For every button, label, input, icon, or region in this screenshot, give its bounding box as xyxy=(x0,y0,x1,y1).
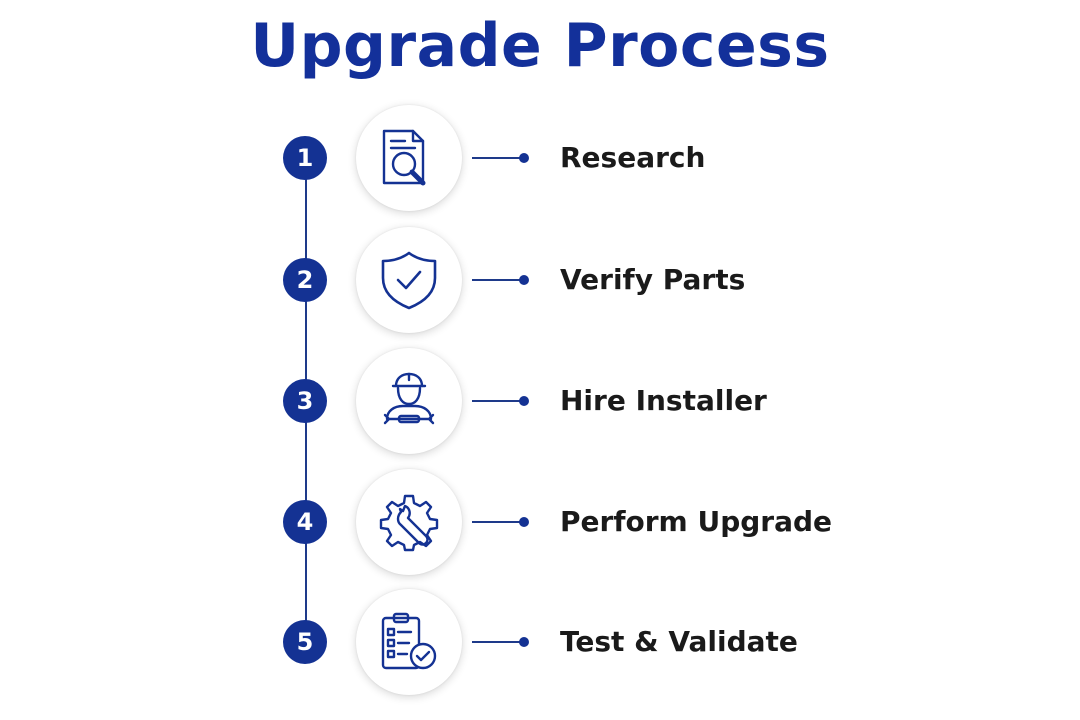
step-number-badge: 2 xyxy=(283,258,327,302)
icon-circle xyxy=(356,589,462,695)
page-title: Upgrade Process xyxy=(250,11,830,81)
connector-line xyxy=(472,641,522,643)
step-number-badge: 1 xyxy=(283,136,327,180)
installer-wrench-icon xyxy=(383,372,435,425)
icon-circle xyxy=(356,105,462,211)
step-number-badge: 4 xyxy=(283,500,327,544)
step-verify-parts: 2 Verify Parts xyxy=(0,225,1080,333)
step-number-badge: 5 xyxy=(283,620,327,664)
step-label: Perform Upgrade xyxy=(560,505,833,538)
connector-dot xyxy=(519,396,529,406)
gear-wrench-icon xyxy=(379,494,439,552)
step-test-validate: 5 Test & Validate xyxy=(0,587,1080,695)
icon-circle xyxy=(356,469,462,575)
checklist-check-icon xyxy=(381,612,437,670)
step-perform-upgrade: 4 Perform Upgrade xyxy=(0,467,1080,575)
connector-dot xyxy=(519,517,529,527)
connector-line xyxy=(472,400,522,402)
connector-dot xyxy=(519,153,529,163)
step-label: Hire Installer xyxy=(560,384,767,417)
step-hire-installer: 3 Hire Installer xyxy=(0,346,1080,454)
icon-circle xyxy=(356,348,462,454)
step-number-badge: 3 xyxy=(283,379,327,423)
step-label: Verify Parts xyxy=(560,263,746,296)
step-label: Test & Validate xyxy=(560,625,798,658)
icon-circle xyxy=(356,227,462,333)
document-search-icon xyxy=(382,129,426,186)
step-research: 1 Research xyxy=(0,103,1080,211)
step-label: Research xyxy=(560,141,706,174)
connector-dot xyxy=(519,637,529,647)
connector-line xyxy=(472,279,522,281)
shield-check-icon xyxy=(381,251,437,310)
connector-line xyxy=(472,521,522,523)
connector-dot xyxy=(519,275,529,285)
connector-line xyxy=(472,157,522,159)
